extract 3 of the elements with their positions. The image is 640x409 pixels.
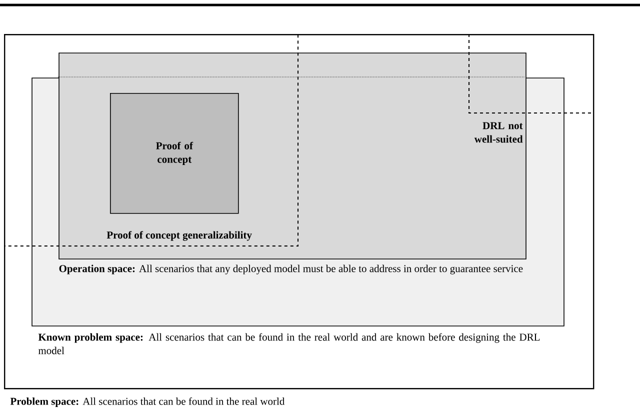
region-label: DRL not well-suited <box>474 122 523 143</box>
concept-box: Proof of concept <box>110 93 239 214</box>
space-label: Problem space: All scenarios that can be found in the real world <box>10 397 285 407</box>
